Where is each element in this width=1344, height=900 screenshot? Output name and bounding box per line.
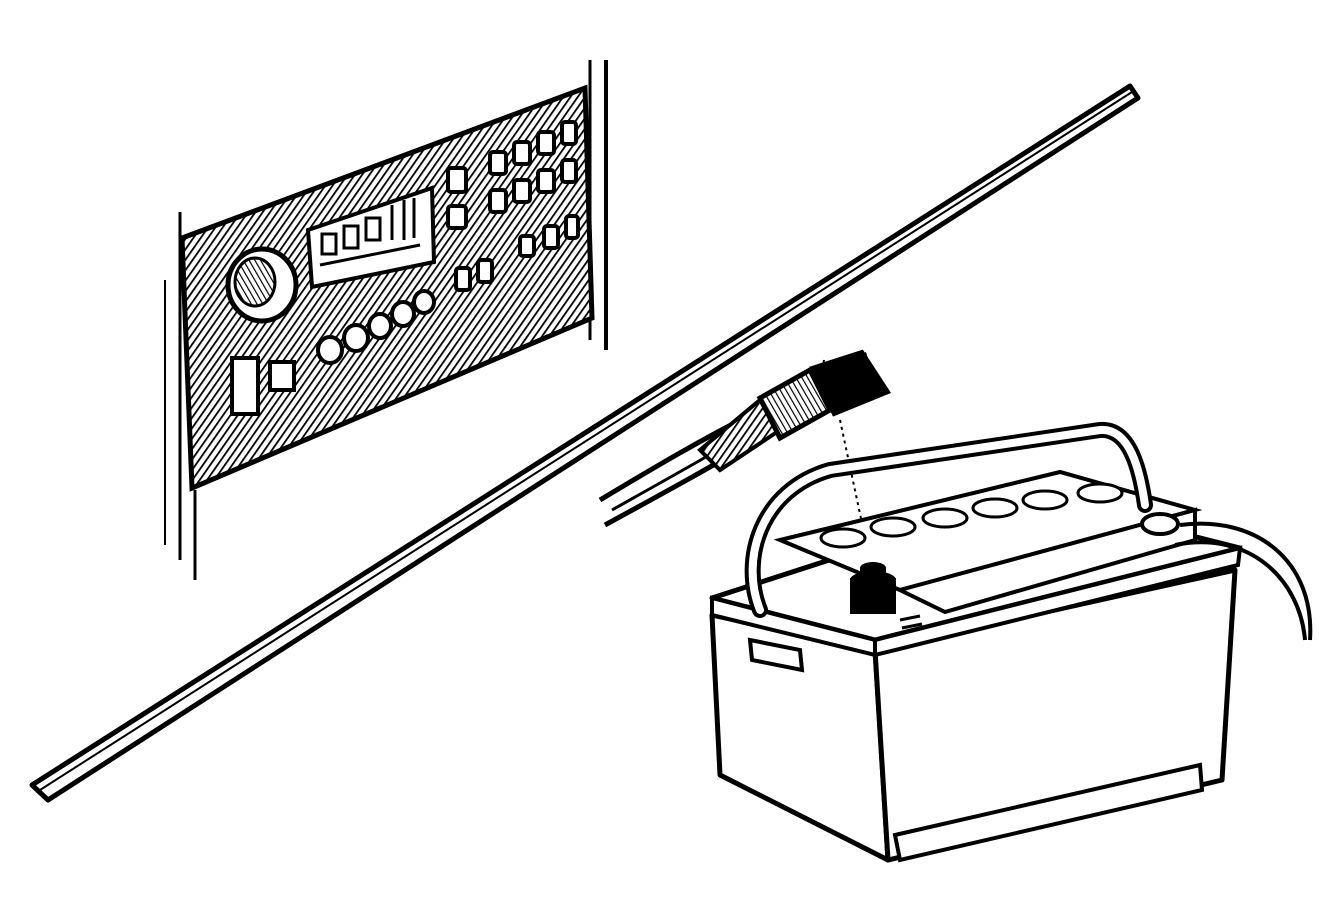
control-panel — [164, 60, 608, 580]
left-buttons — [230, 356, 296, 416]
cell-caps — [819, 482, 1124, 549]
battery-base — [892, 762, 1205, 863]
rotary-knob-center — [233, 256, 277, 308]
display-segments — [319, 198, 421, 267]
battery — [709, 422, 1313, 863]
battery-cable — [1174, 540, 1307, 641]
small-knobs — [316, 289, 436, 365]
terminal-negative — [1140, 512, 1180, 536]
diagonal-divider — [29, 83, 1141, 803]
cable-connector — [598, 349, 891, 571]
switch-grid — [446, 120, 580, 292]
